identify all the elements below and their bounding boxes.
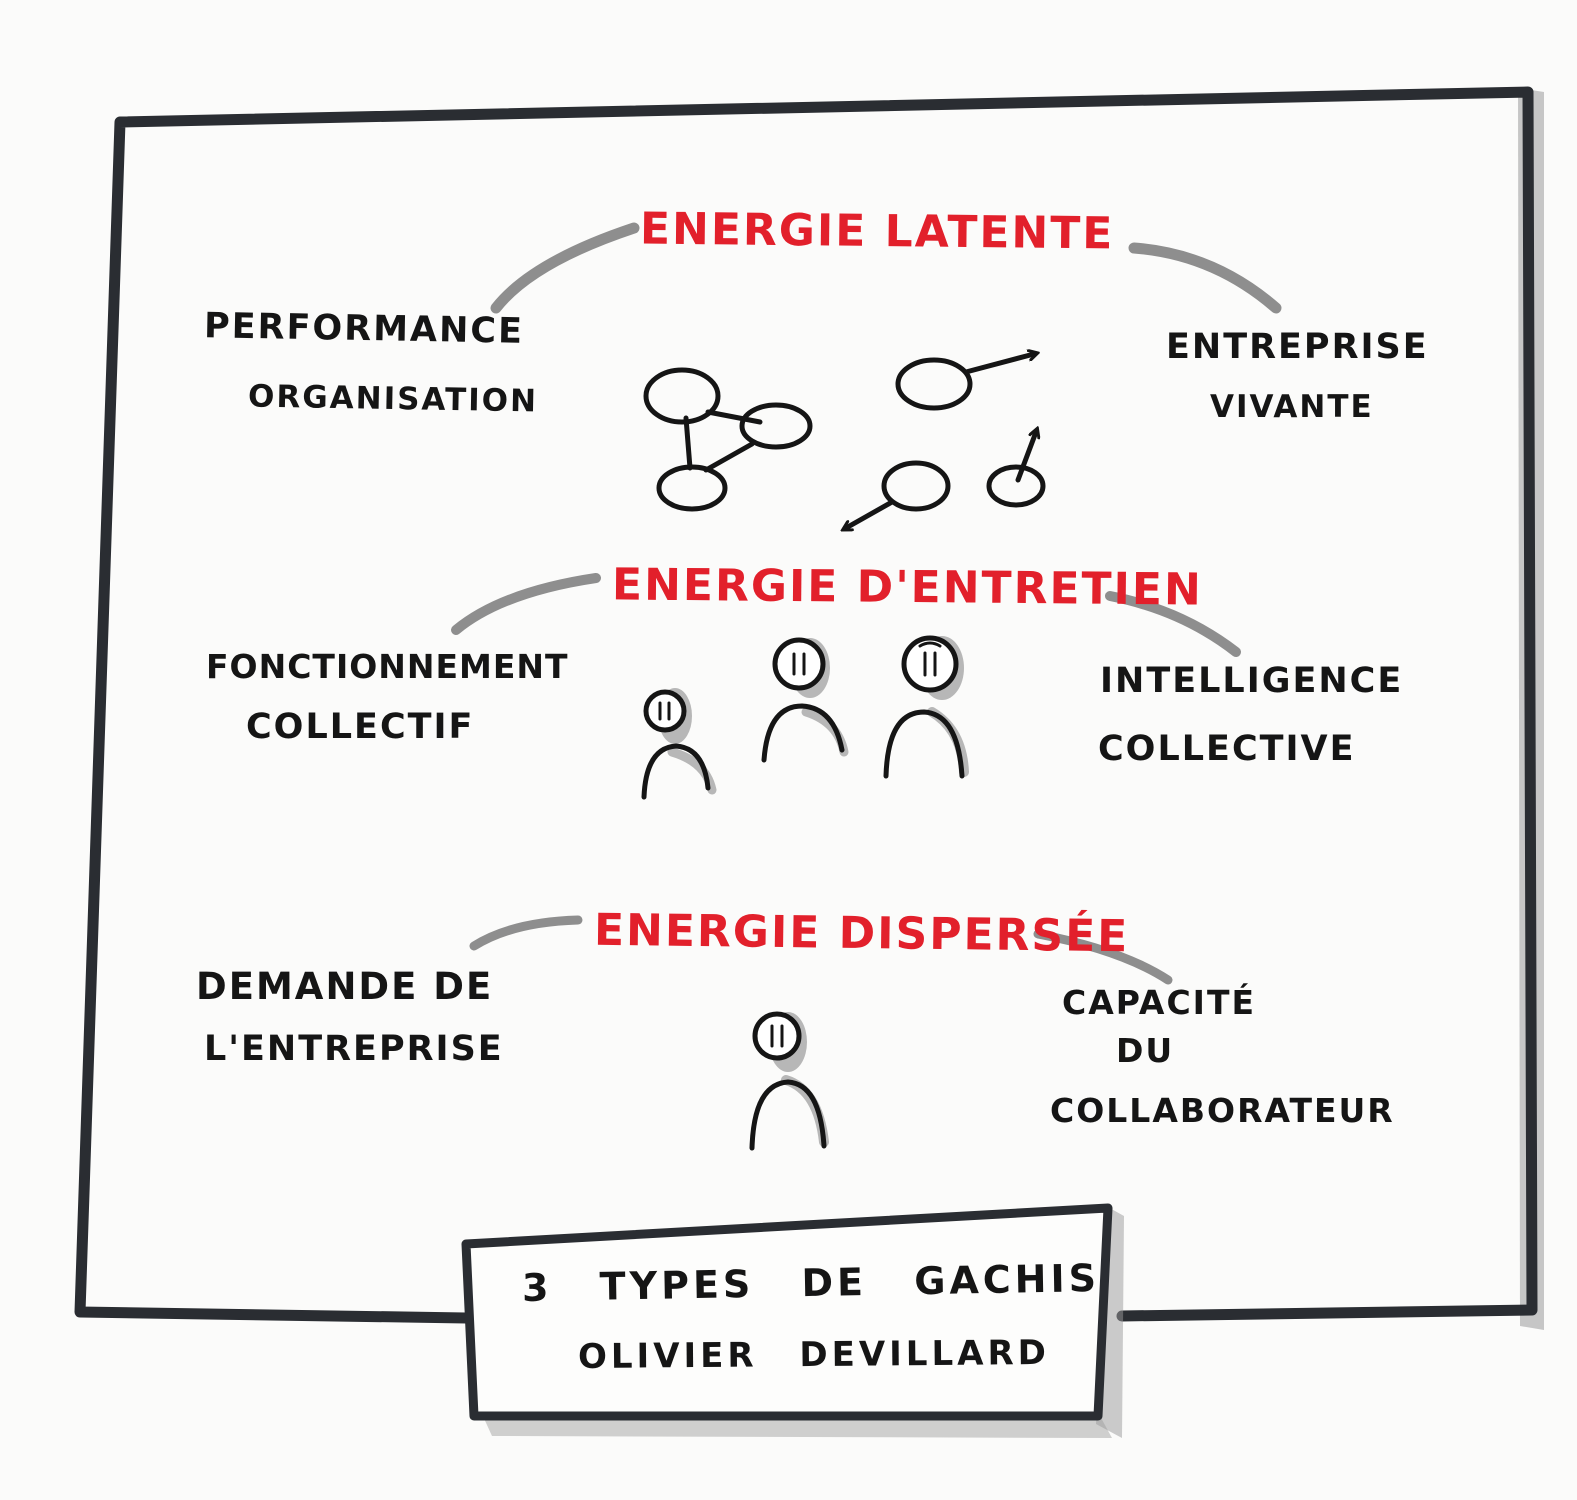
level-title-entretien: ENERGIE D'ENTRETIEN xyxy=(611,559,1203,616)
level-title-latente: ENERGIE LATENTE xyxy=(639,203,1115,260)
caption-author: OLIVIER DEVILLARD xyxy=(577,1332,1051,1378)
person-figure-2 xyxy=(761,637,849,763)
label-capacite: CAPACITÉ xyxy=(1062,983,1257,1022)
person-figure-solo xyxy=(749,1011,829,1151)
person-figure-3 xyxy=(883,635,969,779)
swoosh-latente-right xyxy=(1128,242,1282,314)
swoosh-latente-left xyxy=(490,222,640,314)
label-organisation: ORGANISATION xyxy=(247,378,539,420)
node-top-left xyxy=(643,367,721,425)
label-vivante: VIVANTE xyxy=(1210,389,1374,425)
node-right xyxy=(739,402,813,450)
person-figure-1 xyxy=(641,688,717,800)
level-title-dispersee: ENERGIE DISPERSÉE xyxy=(593,904,1130,963)
label-demande-de: DEMANDE DE xyxy=(196,965,494,1008)
swoosh-group xyxy=(451,222,1282,985)
node-loose-middle xyxy=(881,460,951,512)
label-intelligence: INTELLIGENCE xyxy=(1100,661,1404,701)
caption-box-frame xyxy=(461,1203,1124,1438)
link-diagonal xyxy=(703,441,755,473)
node-loose-top xyxy=(895,357,973,411)
label-performance: PERFORMANCE xyxy=(203,306,525,352)
node-bottom xyxy=(656,464,728,512)
label-collectif: COLLECTIF xyxy=(246,707,475,747)
link-top xyxy=(705,409,763,425)
swoosh-dispersee-right xyxy=(1033,929,1173,985)
swoosh-entretien-left xyxy=(451,573,601,635)
swoosh-dispersee-left xyxy=(469,915,583,951)
label-collective: COLLECTIVE xyxy=(1098,729,1356,769)
swoosh-entretien-right xyxy=(1105,591,1241,657)
node-loose-right xyxy=(986,464,1046,508)
arrow-loose-middle xyxy=(846,499,895,528)
label-du: DU xyxy=(1116,1031,1175,1070)
arrow-loose-top xyxy=(963,354,1034,375)
label-lentreprise: L'ENTREPRISE xyxy=(204,1029,504,1069)
link-vertical xyxy=(683,415,693,471)
arrow-loose-right xyxy=(1015,432,1036,483)
caption-title: 3 TYPES DE GACHIS xyxy=(521,1255,1101,1311)
label-collaborateur: COLLABORATEUR xyxy=(1050,1091,1395,1130)
label-fonctionnement: FONCTIONNEMENT xyxy=(206,647,569,686)
network-diagram xyxy=(643,354,1046,528)
outer-frame xyxy=(74,86,1544,1330)
label-entreprise: ENTREPRISE xyxy=(1166,327,1429,367)
